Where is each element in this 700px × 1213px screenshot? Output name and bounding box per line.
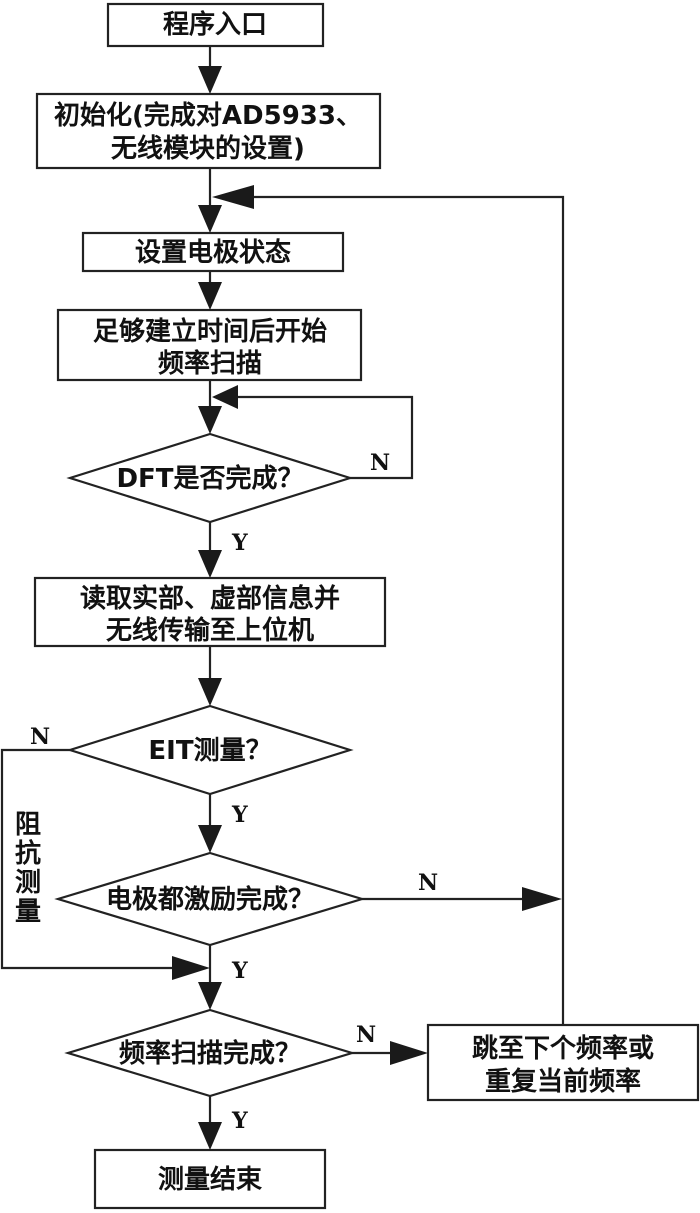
- eit-no-bypass: [0, 748, 210, 980]
- label-dft-yes: Y: [231, 530, 248, 556]
- node-start-sweep-line2: 频率扫描: [158, 348, 262, 379]
- node-set-electrode-label: 设置电极状态: [135, 237, 291, 268]
- side-label-char-1: 阻: [15, 810, 41, 840]
- node-start-sweep-line1: 足够建立时间后开始: [93, 316, 327, 347]
- side-label-impedance: 阻 抗 测 量: [15, 810, 41, 927]
- node-read-data-line2: 无线传输至上位机: [106, 615, 314, 646]
- side-label-char-4: 量: [15, 897, 41, 927]
- label-eit-yes: Y: [231, 802, 248, 828]
- node-start-sweep: 足够建立时间后开始 频率扫描: [56, 308, 363, 382]
- side-label-char-2: 抗: [15, 838, 41, 869]
- label-electrodes-yes: Y: [231, 958, 248, 984]
- node-start-label: 程序入口: [163, 9, 267, 40]
- node-next-frequency: 跳至下个频率或 重复当前频率: [426, 1023, 700, 1102]
- decision-sweep-done-label: 频率扫描完成？: [119, 1038, 301, 1069]
- node-end-label: 测量结束: [158, 1164, 263, 1195]
- node-end: 测量结束: [93, 1148, 327, 1210]
- label-electrodes-no: N: [418, 870, 438, 896]
- node-next-frequency-line2: 重复当前频率: [485, 1066, 641, 1097]
- side-label-char-3: 测: [15, 868, 41, 898]
- decision-electrodes-done: 电极都激励完成？: [54, 851, 366, 947]
- main-connectors: [198, 46, 222, 1150]
- dft-no-loop: [212, 385, 414, 480]
- decision-eit-measure: EIT测量？: [66, 704, 354, 796]
- decision-dft-complete-label: DFT是否完成？: [116, 463, 303, 494]
- label-sweep-yes: Y: [231, 1108, 248, 1134]
- electrodes-no-arrow: [362, 887, 562, 911]
- node-read-data: 读取实部、虚部信息并 无线传输至上位机: [33, 576, 387, 648]
- node-next-frequency-line1: 跳至下个频率或: [472, 1033, 654, 1064]
- frequency-loop-back: [212, 185, 565, 1025]
- node-start: 程序入口: [106, 2, 325, 48]
- label-eit-no: N: [30, 724, 50, 750]
- sweep-no-arrow: [352, 1041, 428, 1065]
- node-init-line1: 初始化(完成对AD5933、: [54, 100, 362, 131]
- label-sweep-no: N: [356, 1022, 376, 1048]
- node-init-line2: 无线模块的设置): [111, 133, 305, 164]
- edge-labels: N Y N Y N Y N Y: [30, 450, 438, 1134]
- decision-electrodes-done-label: 电极都激励完成？: [106, 884, 314, 915]
- decision-sweep-done: 频率扫描完成？: [64, 1008, 356, 1098]
- node-read-data-line1: 读取实部、虚部信息并: [80, 583, 340, 614]
- label-dft-no: N: [370, 450, 390, 476]
- decision-eit-measure-label: EIT测量？: [148, 736, 271, 766]
- node-set-electrode: 设置电极状态: [81, 231, 345, 273]
- decision-dft-complete: DFT是否完成？: [66, 432, 354, 524]
- node-init: 初始化(完成对AD5933、 无线模块的设置): [35, 92, 382, 170]
